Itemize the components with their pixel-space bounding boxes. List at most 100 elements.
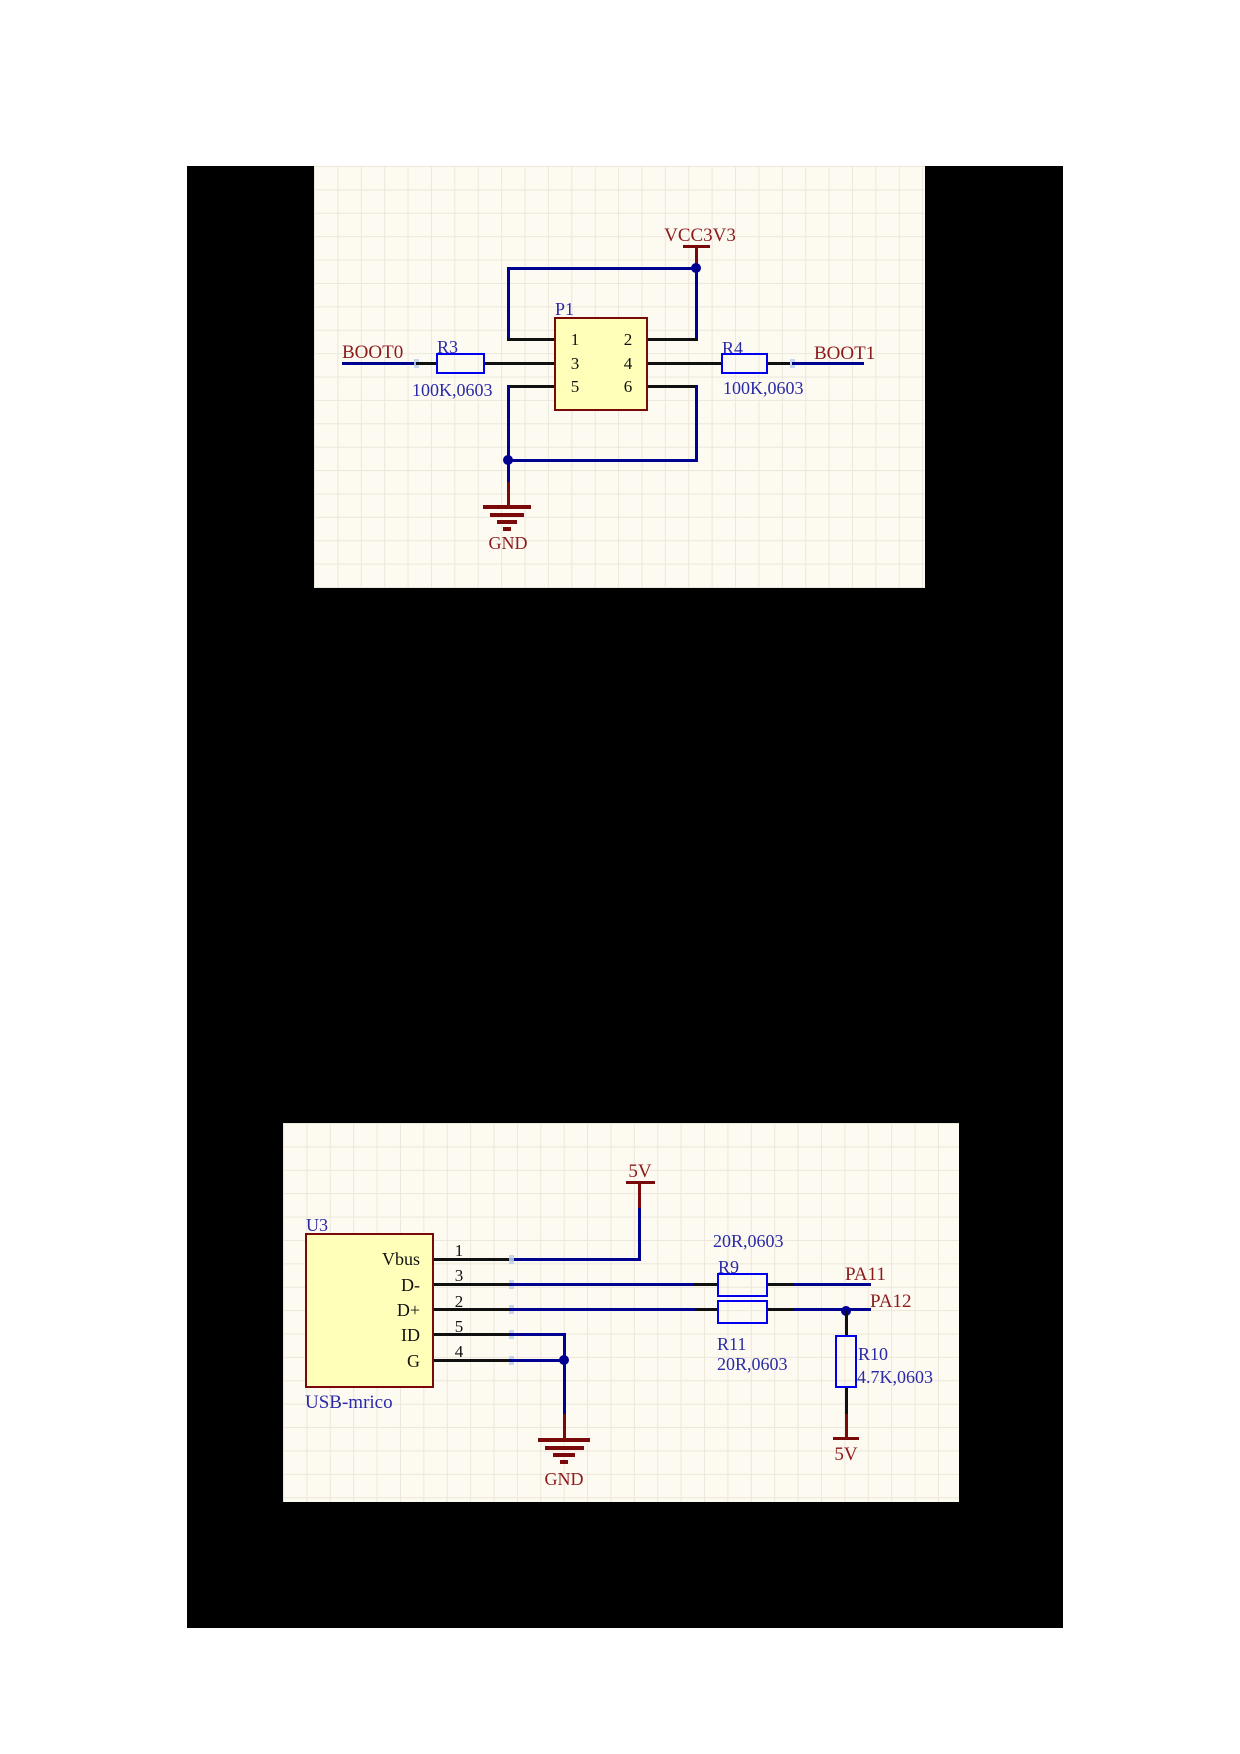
- pin-number: 2: [623, 330, 633, 349]
- pin-number: 1: [570, 330, 580, 349]
- boot1-net-label: BOOT1: [814, 343, 876, 364]
- pin-line: [434, 1258, 509, 1261]
- resistor-body: [717, 1300, 768, 1324]
- boot-jumper-schematic-panel: VCC3V3 P1 1 2 3 4 5 6 BOOT0 R3 100K,0603…: [314, 166, 925, 588]
- pin-line: [695, 1308, 717, 1311]
- junction-dot: [503, 455, 513, 465]
- resistor-refdes: R10: [858, 1344, 889, 1364]
- resistor-body: [835, 1335, 857, 1388]
- vcc3v3-power-stem: [695, 248, 698, 267]
- pin-line: [768, 1308, 793, 1311]
- power-5v-stem: [638, 1184, 641, 1208]
- pin-number: 3: [454, 1266, 464, 1285]
- gnd-symbol-bar: [560, 1460, 568, 1464]
- wire-segment: [507, 459, 698, 462]
- boot0-net-label: BOOT0: [342, 342, 404, 363]
- pin-line: [434, 1359, 509, 1362]
- wire-segment: [793, 1283, 871, 1286]
- wire-segment: [793, 1308, 871, 1311]
- resistor-value: 20R,0603: [717, 1354, 788, 1374]
- usb-pin-name: D-: [401, 1275, 420, 1295]
- resistor-refdes: R11: [717, 1334, 747, 1354]
- wire-segment: [509, 1359, 566, 1362]
- pin-number: 5: [454, 1317, 464, 1336]
- power-5v-net-label: 5V: [834, 1444, 858, 1465]
- usb-pin-name: ID: [401, 1325, 420, 1345]
- pin-line: [434, 1333, 509, 1336]
- connector-refdes: P1: [555, 299, 575, 319]
- wire-segment: [695, 267, 698, 341]
- wire-segment: [507, 462, 510, 482]
- power-5v-bar-icon: [833, 1437, 859, 1440]
- connector-body: [554, 317, 648, 411]
- usb-refdes: U3: [306, 1215, 328, 1235]
- pin-number: 3: [570, 354, 580, 373]
- wire-segment: [563, 1333, 566, 1362]
- gnd-symbol-bar: [545, 1446, 584, 1450]
- wire-segment: [792, 362, 864, 365]
- wire-segment: [638, 1208, 641, 1261]
- wire-segment: [507, 267, 510, 341]
- usb-pin-name: G: [407, 1351, 420, 1371]
- resistor-body: [721, 353, 768, 374]
- wire-grip-mark: [509, 1255, 514, 1264]
- pin-number: 2: [454, 1292, 464, 1311]
- pin-line: [508, 338, 554, 341]
- pin-line: [694, 1283, 717, 1286]
- wire-segment: [509, 1283, 694, 1286]
- pin-line: [434, 1283, 509, 1286]
- resistor-value: 4.7K,0603: [857, 1367, 933, 1387]
- gnd-symbol-bar: [538, 1438, 590, 1442]
- pin-line: [434, 1308, 509, 1311]
- wire-segment: [695, 385, 698, 462]
- pin-number: 4: [454, 1342, 464, 1361]
- power-5v-stem: [845, 1414, 848, 1437]
- wire-segment: [507, 385, 510, 462]
- usb-micro-schematic-panel: 5V U3 USB-mrico Vbus D- D+ ID G 1 3 2 5 …: [283, 1123, 959, 1502]
- wire-segment: [509, 1258, 641, 1261]
- wire-segment: [342, 362, 416, 365]
- gnd-symbol-bar: [553, 1453, 575, 1457]
- gnd-stem: [563, 1414, 566, 1438]
- gnd-net-label: GND: [544, 1469, 584, 1489]
- resistor-value: 20R,0603: [713, 1231, 784, 1251]
- pin-line: [416, 362, 436, 365]
- resistor-body: [717, 1273, 768, 1297]
- resistor-refdes: R9: [718, 1257, 740, 1277]
- pin-line: [648, 362, 721, 365]
- pin-number: 1: [454, 1241, 464, 1260]
- pa12-net-label: PA12: [870, 1291, 912, 1312]
- pin-line: [485, 362, 554, 365]
- wire-segment: [507, 267, 698, 270]
- gnd-symbol-bar: [497, 520, 517, 524]
- resistor-refdes: R4: [722, 338, 744, 358]
- wire-segment: [509, 1333, 566, 1336]
- pin-line: [845, 1388, 848, 1414]
- usb-pin-name: Vbus: [381, 1249, 420, 1269]
- wire-segment: [563, 1359, 566, 1414]
- resistor-body: [436, 353, 485, 374]
- resistor-refdes: R3: [437, 337, 459, 357]
- gnd-symbol-bar: [483, 505, 531, 509]
- gnd-net-label: GND: [488, 533, 528, 553]
- wire-segment: [509, 1308, 695, 1311]
- pin-line: [768, 1283, 793, 1286]
- resistor-value: 100K,0603: [723, 378, 804, 398]
- usb-footprint-label: USB-mrico: [305, 1392, 393, 1413]
- pa11-net-label: PA11: [845, 1264, 886, 1285]
- power-5v-net-label: 5V: [628, 1161, 652, 1182]
- pin-line: [845, 1311, 848, 1337]
- vcc3v3-net-label: VCC3V3: [664, 225, 736, 246]
- gnd-stem: [507, 482, 510, 505]
- pin-line: [648, 385, 698, 388]
- pin-line: [508, 385, 554, 388]
- gnd-symbol-bar: [503, 527, 511, 531]
- pin-number: 4: [623, 354, 633, 373]
- pin-line: [768, 362, 790, 365]
- pin-number: 6: [623, 377, 633, 396]
- vcc3v3-power-bar-icon: [683, 245, 710, 248]
- power-5v-bar-icon: [626, 1181, 655, 1184]
- pin-line: [648, 338, 698, 341]
- gnd-symbol-bar: [490, 513, 524, 517]
